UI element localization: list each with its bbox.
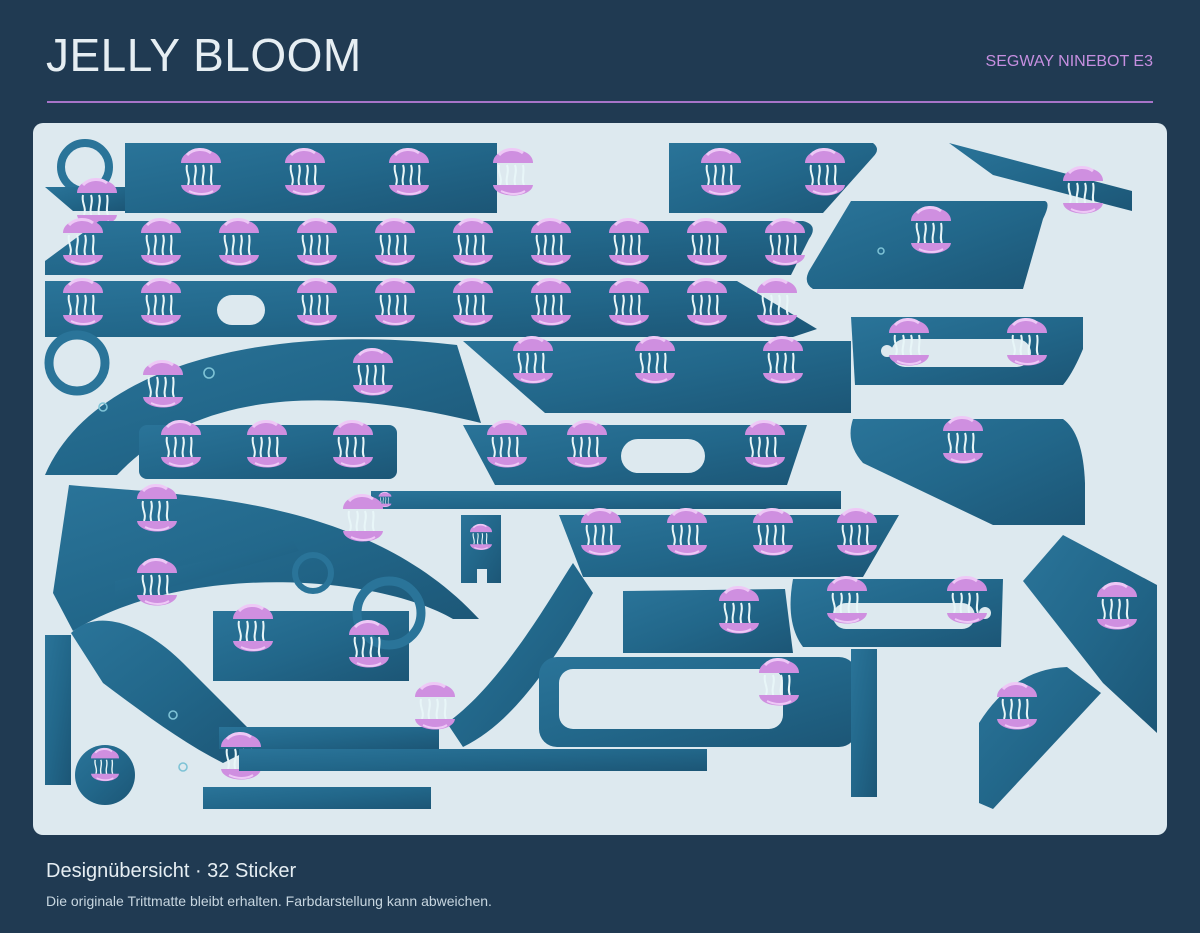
sticker-tongue (115, 541, 299, 603)
sticker-top-ring (45, 139, 125, 211)
sticker-bottom-long-bar (203, 787, 431, 809)
sticker-big-window (539, 657, 857, 747)
sticker-bottom-thin-strip (239, 749, 707, 771)
sticker-center-plate (623, 589, 793, 653)
sticker-layout (44, 139, 1157, 809)
header-divider (47, 101, 1153, 103)
sticker-small-ring (292, 552, 334, 594)
sticker-hook-bar (71, 563, 593, 763)
sticker-left-ring (44, 330, 110, 396)
disclaimer-note: Die originale Trittmatte bleibt erhalten… (46, 893, 492, 909)
sticker-right-slot (851, 317, 1083, 385)
sticker-bottom-right-fin (979, 667, 1101, 809)
sticker-center-slot (463, 425, 807, 485)
sticker-mid-lower-strip (559, 515, 899, 577)
design-title: JELLY BLOOM (46, 29, 362, 81)
sticker-right-slot-2 (790, 579, 1003, 647)
sticker-right-vertical (851, 649, 877, 797)
sticker-thin-strip (371, 491, 841, 509)
sticker-top-strip-right (669, 143, 877, 213)
sticker-left-vertical (45, 635, 71, 785)
sticker-bottom-ring (213, 576, 426, 681)
sticker-sheet (33, 123, 1167, 835)
sticker-top-fin (949, 143, 1132, 211)
sticker-right-ear (850, 419, 1085, 525)
scooter-model-label: SEGWAY NINEBOT E3 (985, 53, 1153, 70)
design-summary: Designübersicht · 32 Sticker (46, 860, 297, 882)
